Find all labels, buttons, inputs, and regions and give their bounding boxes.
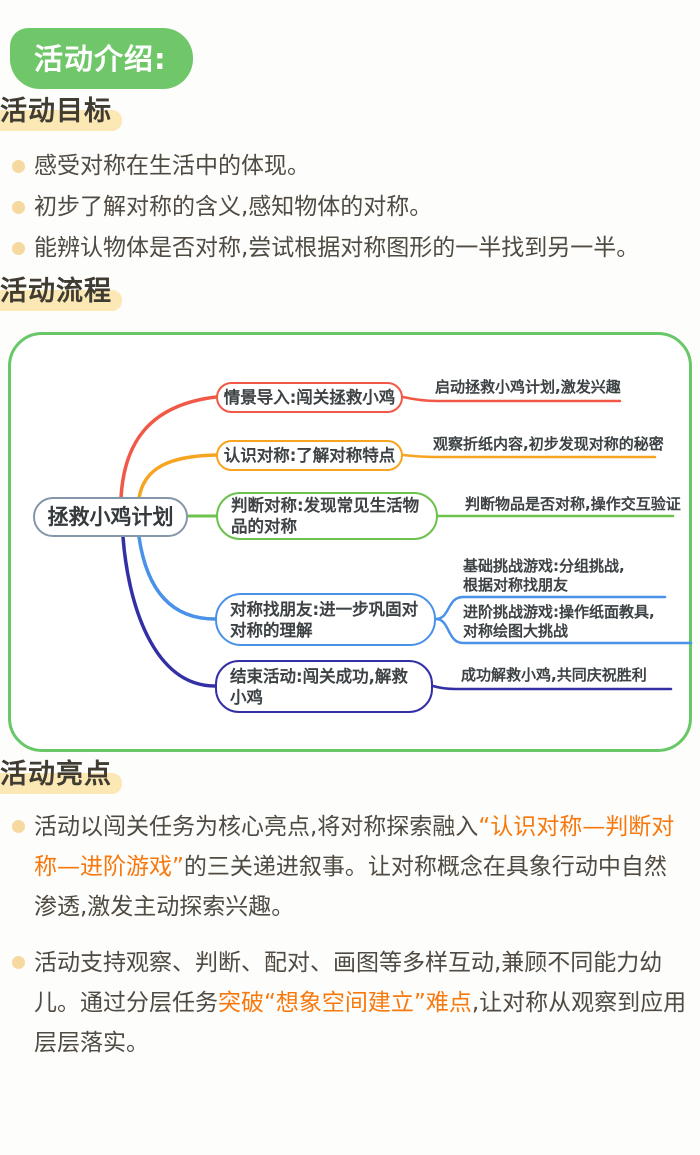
section-title-text: 活动亮点 (0, 759, 112, 790)
title-highlight-bar (0, 290, 122, 311)
leaf-line-end (431, 684, 673, 691)
goals-list: 感受对称在生活中的体现。 初步了解对称的含义,感知物体的对称。 能辨认物体是否对… (12, 146, 700, 269)
section-title-text: 活动目标 (0, 96, 112, 127)
mindmap-leaf-intro: 启动拯救小鸡计划,激发兴趣 (435, 378, 621, 396)
branch-curve-intro (119, 395, 218, 500)
highlight-text: 活动支持观察、判断、配对、画图等多样互动,兼顾不同能力幼儿。通过分层任务突破“想… (34, 943, 688, 1063)
highlight-segment: 活动以闯关任务为核心亮点,将对称探索融入 (34, 814, 479, 840)
goal-text: 能辨认物体是否对称,尝试根据对称图形的一半找到另一半。 (34, 235, 640, 261)
highlight-segment-accent: “认识对称—判断对称—进阶游戏” (34, 814, 675, 880)
mindmap-node-know: 认识对称:了解对称特点 (216, 440, 403, 471)
bullet-dot-icon (12, 160, 25, 173)
mindmap-diagram: 拯救小鸡计划 情景导入:闯关拯救小鸡 认识对称:了解对称特点 判断对称:发现常见… (8, 332, 693, 752)
title-highlight-bar (0, 110, 122, 131)
branch-curve-know (137, 453, 218, 500)
goal-item: 感受对称在生活中的体现。 (12, 146, 700, 187)
mindmap-leaf-friend-advanced: 进阶挑战游戏:操作纸面教具, 对称绘图大挑战 (463, 603, 655, 640)
branch-curve-end (121, 535, 217, 688)
bullet-dot-icon (12, 956, 25, 969)
page-title-badge: 活动介绍: (10, 28, 193, 89)
mindmap-leaf-end: 成功解救小鸡,共同庆祝胜利 (461, 666, 647, 684)
section-title-goals: 活动目标 (0, 89, 700, 131)
mindmap-connectors (119, 395, 693, 691)
highlight-segment: 活动支持观察、判断、配对、画图等多样互动,兼顾不同能力幼儿。通过分层任务 (34, 950, 663, 1016)
title-highlight-bar (0, 773, 122, 794)
highlight-segment: ,让对称从观察到应用层层落实。 (34, 990, 687, 1056)
goal-item: 能辨认物体是否对称,尝试根据对称图形的一半找到另一半。 (12, 228, 700, 269)
mindmap-leaf-know: 观察折纸内容,初步发现对称的秘密 (433, 435, 664, 453)
highlight-segment-accent: 突破“想象空间建立”难点 (218, 990, 472, 1016)
mindmap-node-intro: 情景导入:闯关拯救小鸡 (216, 382, 403, 413)
goal-text: 初步了解对称的含义,感知物体的对称。 (34, 194, 433, 220)
mindmap-center-node: 拯救小鸡计划 (33, 497, 188, 537)
leaf-line-friend-advanced (434, 617, 693, 645)
highlight-item: 活动以闯关任务为核心亮点,将对称探索融入“认识对称—判断对称—进阶游戏”的三关递… (12, 807, 700, 927)
leaf-line-friend-basic (434, 595, 667, 621)
mindmap-node-friend: 对称找朋友:进一步巩固对 对称的理解 (215, 593, 436, 646)
highlight-segment: 的三关递进叙事。让对称概念在具象行动中自然渗透,激发主动探索兴趣。 (34, 854, 667, 920)
page: 活动介绍: 活动目标 感受对称在生活中的体现。 初步了解对称的含义,感知物体的对… (0, 28, 700, 1063)
bullet-dot-icon (12, 242, 25, 255)
goal-text: 感受对称在生活中的体现。 (34, 153, 310, 179)
mindmap-node-end: 结束活动:闯关成功,解救 小鸡 (215, 660, 433, 713)
mindmap-leaf-judge: 判断物品是否对称,操作交互验证 (465, 495, 681, 513)
section-title-highlights: 活动亮点 (0, 752, 700, 794)
section-title-flow: 活动流程 (0, 269, 700, 311)
mindmap-node-judge: 判断对称:发现常见生活物 品的对称 (216, 492, 438, 540)
leaf-line-intro (401, 395, 622, 403)
bullet-dot-icon (12, 201, 25, 214)
section-title-text: 活动流程 (0, 276, 112, 307)
highlight-item: 活动支持观察、判断、配对、画图等多样互动,兼顾不同能力幼儿。通过分层任务突破“想… (12, 943, 700, 1063)
mindmap-leaf-friend-basic: 基础挑战游戏:分组挑战, 根据对称找朋友 (463, 557, 625, 594)
goal-item: 初步了解对称的含义,感知物体的对称。 (12, 187, 700, 228)
branch-curve-friend (137, 535, 217, 621)
leaf-line-know (401, 453, 657, 459)
highlight-text: 活动以闯关任务为核心亮点,将对称探索融入“认识对称—判断对称—进阶游戏”的三关递… (34, 807, 688, 927)
bullet-dot-icon (12, 820, 25, 833)
